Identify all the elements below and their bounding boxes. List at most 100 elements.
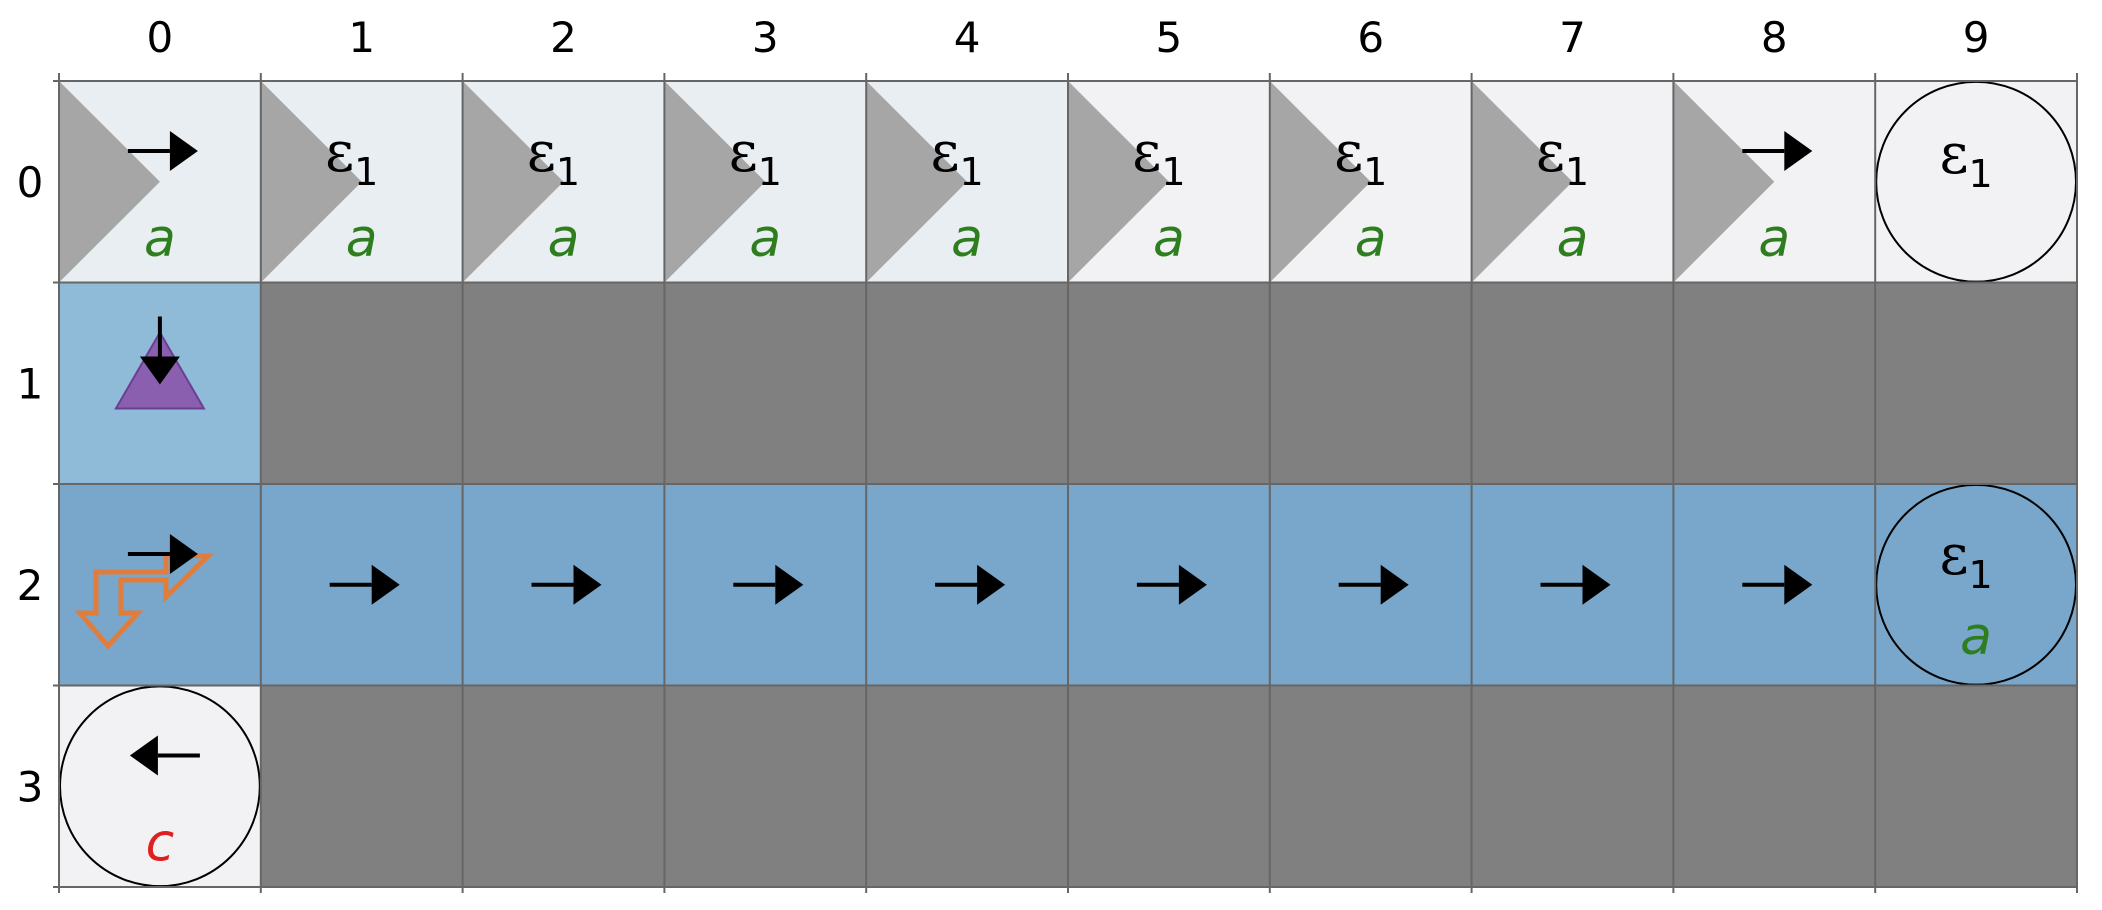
grid-cell: c: [58, 685, 262, 888]
grid-cell: [1471, 484, 1674, 686]
row-label: 0: [17, 158, 44, 207]
arrow-head: [129, 735, 158, 776]
arrow-head: [1582, 564, 1611, 605]
grid-cell: ε1 a: [664, 81, 867, 283]
arrow-head: [1784, 131, 1813, 171]
grid-cell: [1068, 685, 1271, 888]
grid-cell: [462, 282, 665, 485]
grid-cell: [1068, 484, 1271, 686]
entry-triangle-icon: [1673, 81, 1775, 283]
grid-cell: ε1 a: [1068, 81, 1271, 283]
column-label: 0: [147, 13, 174, 62]
cell-background: [866, 685, 1069, 888]
column-label: 3: [752, 13, 779, 62]
entry-triangle-icon: [664, 81, 766, 283]
cell-letter-label: a: [1758, 209, 1790, 269]
arrow-left-icon: [129, 735, 200, 776]
epsilon-symbol: ε: [1132, 120, 1161, 185]
epsilon-subscript: 1: [354, 150, 378, 194]
epsilon-label: ε1: [729, 120, 782, 194]
column-label: 8: [1761, 13, 1788, 62]
cell-letter-label: a: [749, 209, 781, 269]
epsilon-label: ε1: [930, 120, 983, 194]
cell-background: [1068, 685, 1271, 888]
cell-background: [260, 282, 464, 485]
epsilon-symbol: ε: [1939, 523, 1968, 588]
grid-cell: [1673, 282, 1876, 485]
arrow-right-icon: [935, 564, 1006, 605]
arrow-right-icon: [127, 534, 198, 574]
arrow-right-icon: [1742, 131, 1813, 171]
grid-cell: [664, 484, 867, 686]
grid-cell: [1068, 282, 1271, 485]
cell-background: [1875, 282, 2078, 485]
arrow-right-icon: [329, 564, 400, 605]
grid-cell: [1471, 282, 1674, 485]
grid-cell: [1875, 685, 2078, 888]
row-label: 2: [17, 561, 44, 610]
arrow-right-icon: [531, 564, 602, 605]
epsilon-symbol: ε: [325, 120, 354, 185]
entry-triangle-icon: [866, 81, 968, 283]
arrow-head: [1178, 564, 1207, 605]
epsilon-symbol: ε: [1536, 120, 1565, 185]
epsilon-label: ε1: [1939, 523, 1992, 597]
cell-letter-label: a: [1960, 607, 1992, 667]
epsilon-symbol: ε: [729, 120, 758, 185]
epsilon-symbol: ε: [1334, 120, 1363, 185]
grid-cell: [866, 484, 1069, 686]
cell-letter-label: a: [144, 209, 176, 269]
arrow-right-icon: [1540, 564, 1611, 605]
entry-triangle-icon: [462, 81, 564, 283]
epsilon-label: ε1: [1132, 120, 1185, 194]
column-label: 7: [1559, 13, 1586, 62]
cell-background: [1471, 685, 1674, 888]
arrow-head: [1380, 564, 1409, 605]
grid-cell: [260, 685, 464, 888]
cell-background: [664, 685, 867, 888]
arrow-down-icon: [139, 316, 180, 385]
grid-cell: [1673, 484, 1876, 686]
grid-cell: [866, 685, 1069, 888]
cell-letter-label: a: [346, 209, 378, 269]
epsilon-label: ε1: [1939, 122, 1992, 196]
cell-background: [664, 282, 867, 485]
column-label: 9: [1963, 13, 1990, 62]
grid-cell: ε1: [1875, 80, 2078, 283]
cell-background: [1875, 81, 2078, 283]
grid-cell: a: [1673, 81, 1876, 283]
epsilon-label: ε1: [325, 120, 378, 194]
arrow-right-icon: [1338, 564, 1409, 605]
cell-letter-label: a: [1153, 209, 1185, 269]
grid-cell: [664, 282, 867, 485]
grid-cell: ε1 a: [1875, 483, 2078, 686]
epsilon-subscript: 1: [1363, 150, 1387, 194]
cell-background: [462, 685, 665, 888]
arrow-right-icon: [1742, 564, 1813, 605]
arrow-head: [371, 564, 400, 605]
cell-letter-label: a: [1557, 209, 1589, 269]
row-label: 1: [17, 359, 44, 408]
cell-background: [59, 685, 262, 888]
epsilon-label: ε1: [1334, 120, 1387, 194]
grid-cell: [59, 484, 262, 686]
grid-cell: ε1a: [1269, 81, 1473, 283]
cell-background: [1875, 685, 2078, 888]
grid-cell: ε1 a: [866, 81, 1069, 283]
cell-letter-label: c: [146, 814, 175, 874]
arrow-right-icon: [733, 564, 804, 605]
grid-cell: [59, 282, 262, 485]
epsilon-symbol: ε: [527, 120, 556, 185]
cell-background: [1673, 685, 1876, 888]
grid-cell: [462, 685, 665, 888]
arrow-right-icon: [1136, 564, 1207, 605]
cell-letter-label: a: [951, 209, 983, 269]
epsilon-symbol: ε: [930, 120, 959, 185]
grid-cell: [1269, 282, 1473, 485]
grid-cell: [260, 282, 464, 485]
epsilon-subscript: 1: [1565, 150, 1589, 194]
epsilon-subscript: 1: [1969, 553, 1993, 597]
epsilon-label: ε1: [527, 120, 580, 194]
